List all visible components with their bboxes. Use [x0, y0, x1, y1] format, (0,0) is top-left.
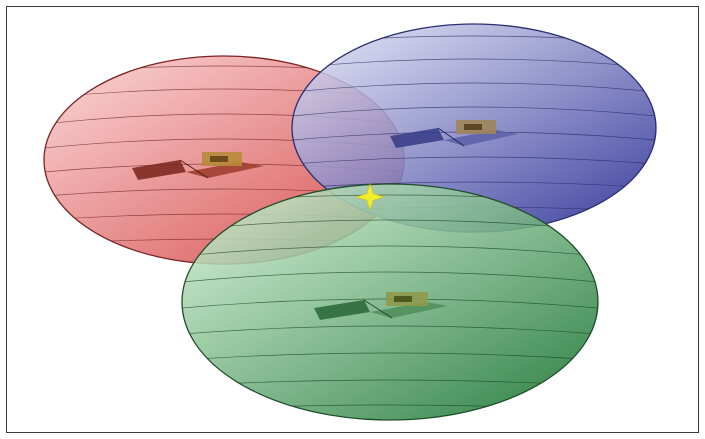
satellite-icon — [132, 152, 264, 180]
four-point-star-icon — [354, 183, 386, 211]
intersection-marker — [354, 183, 386, 211]
satellite-icon — [314, 292, 448, 320]
satellite-icon — [390, 120, 518, 148]
coverage-zone-green — [181, 183, 599, 421]
